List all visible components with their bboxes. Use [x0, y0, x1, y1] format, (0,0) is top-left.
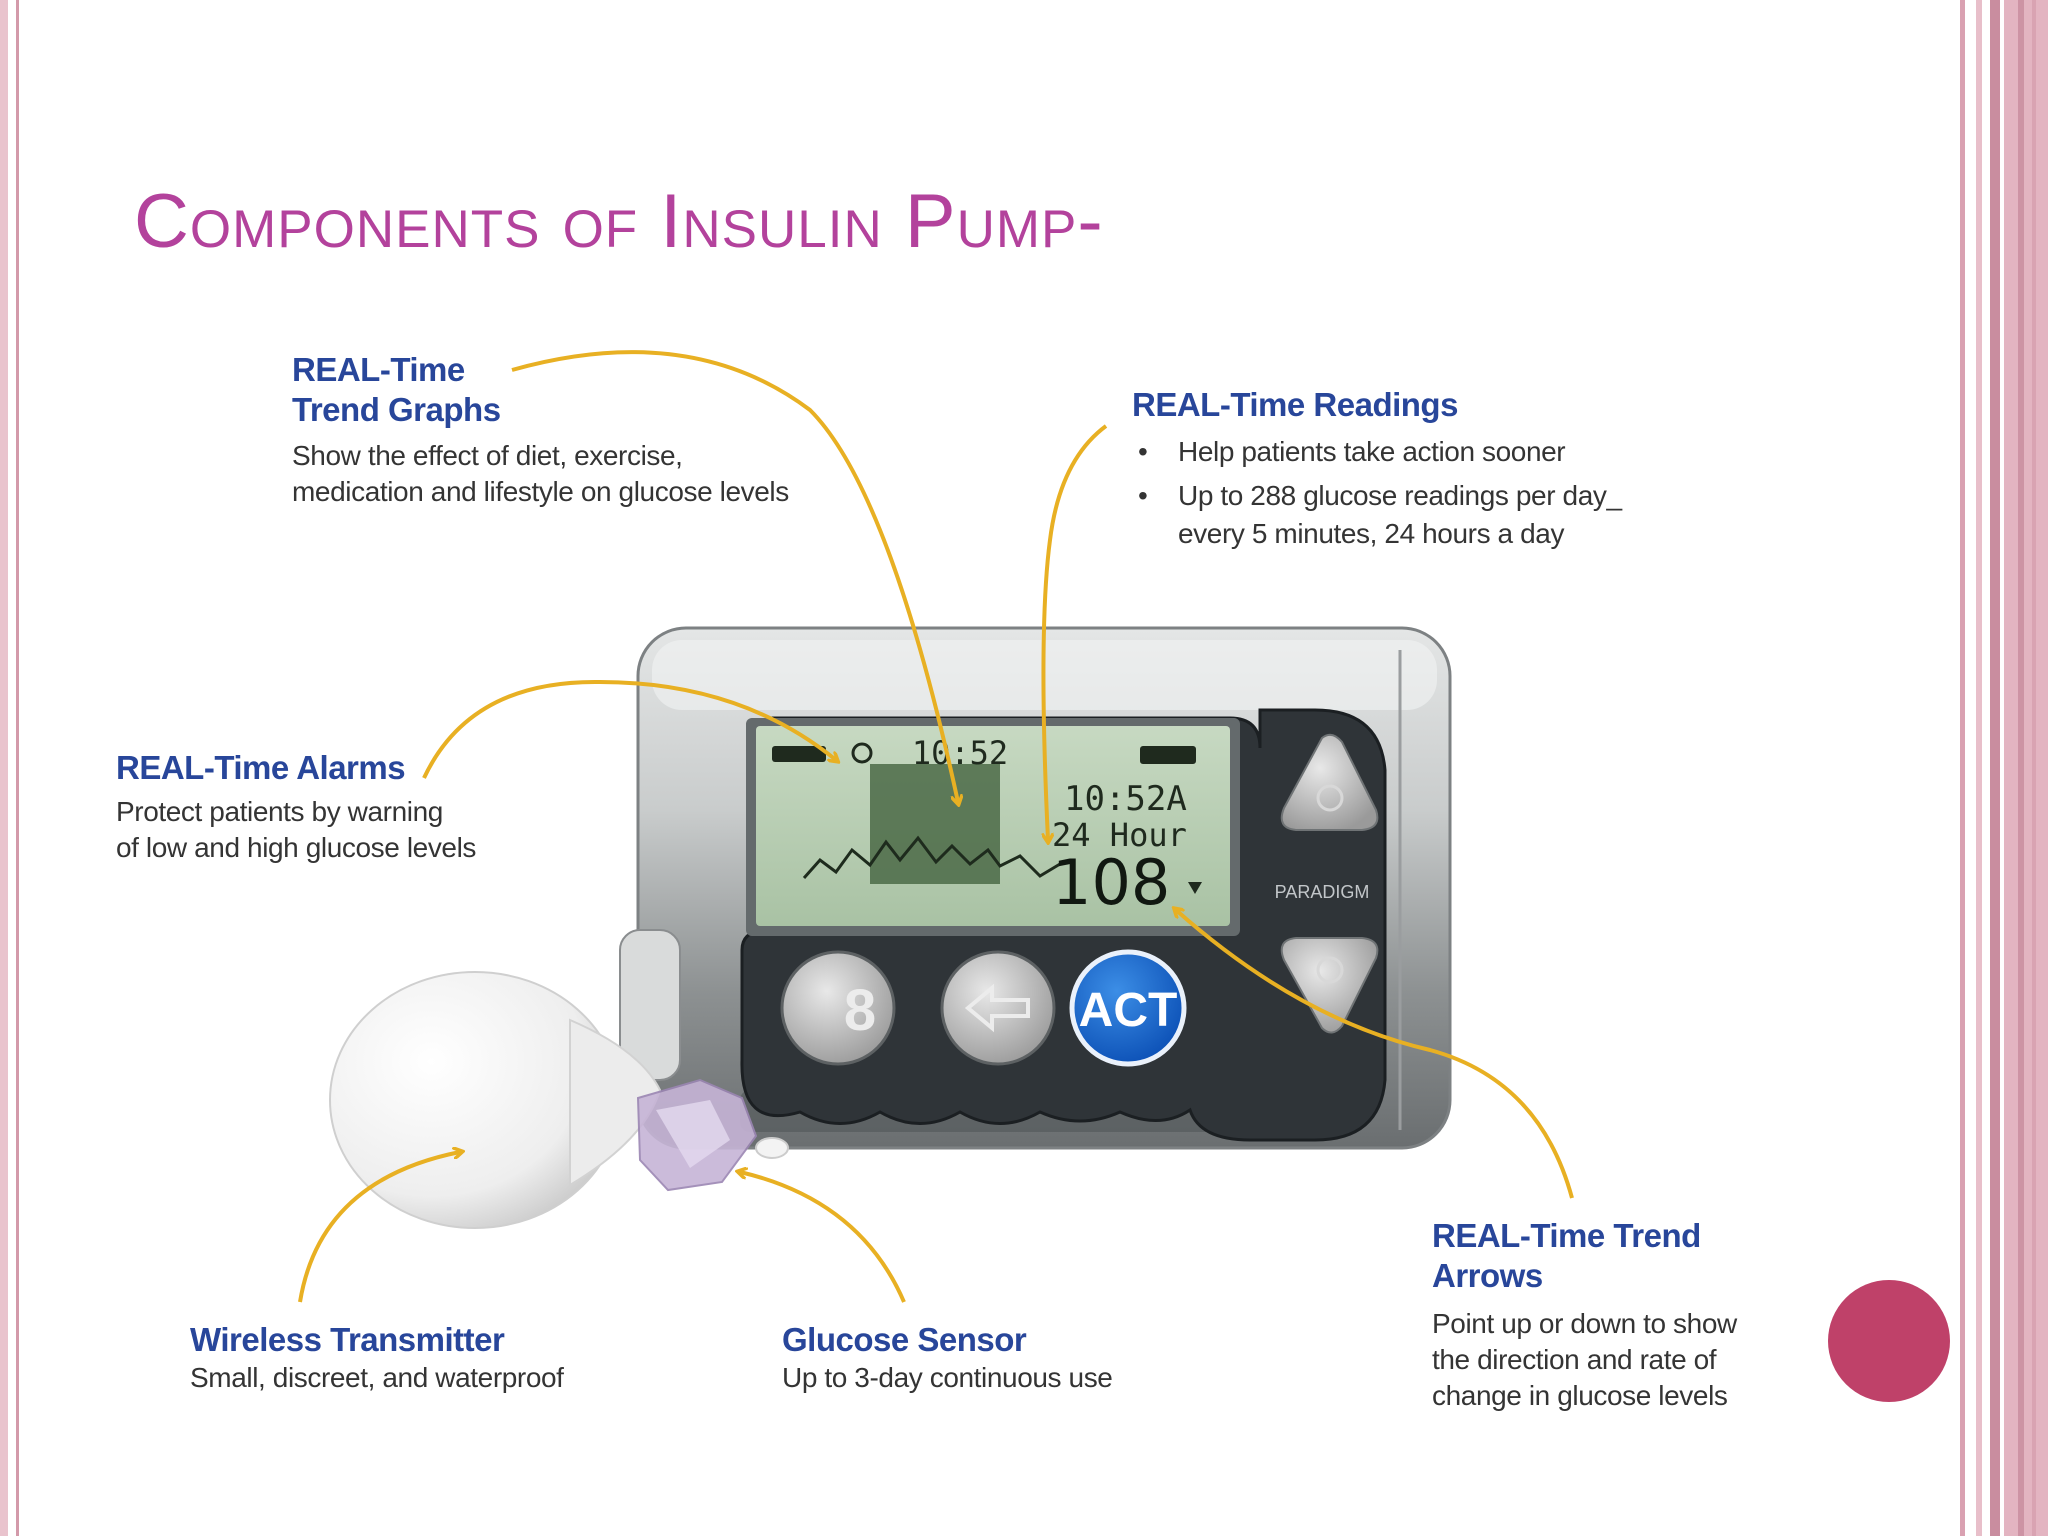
- readings-bullets: Help patients take action sooner Up to 2…: [1132, 433, 1622, 553]
- left-border-line: [16, 0, 19, 1536]
- transmitter-desc: Small, discreet, and waterproof: [190, 1362, 564, 1393]
- left-border: [0, 0, 8, 1536]
- up-button[interactable]: [1280, 733, 1379, 831]
- esc-button[interactable]: 8: [780, 950, 896, 1066]
- trend-graphs-title-2: Trend Graphs: [292, 391, 501, 428]
- glucose-sensor: [636, 1078, 789, 1192]
- arrow-readings: [1041, 424, 1108, 840]
- callout-readings: REAL-Time Readings Help patients take ac…: [1132, 385, 1622, 559]
- readings-bullet-text: Up to 288 glucose readings per day_: [1178, 480, 1622, 511]
- act-button[interactable]: ACT: [1069, 949, 1187, 1067]
- readings-bullet-text: Help patients take action sooner: [1178, 436, 1566, 467]
- arrow-trend-graphs: [511, 350, 958, 802]
- screen-time: 10:52A: [1064, 779, 1187, 819]
- brand-label: PARADIGM: [1275, 882, 1370, 902]
- callout-arrows: [298, 350, 1574, 1303]
- right-border-line: [1960, 0, 1965, 1536]
- callout-transmitter: Wireless Transmitter Small, discreet, an…: [190, 1320, 564, 1396]
- right-border-line: [2018, 0, 2024, 1536]
- trend-graphs-desc-2: medication and lifestyle on glucose leve…: [292, 476, 789, 507]
- callout-trend-arrows: REAL-Time Trend Arrows Point up or down …: [1432, 1216, 1737, 1414]
- arrow-alarms: [422, 679, 836, 779]
- down-button[interactable]: [1280, 937, 1379, 1034]
- trend-graphs-desc-1: Show the effect of diet, exercise,: [292, 440, 683, 471]
- callout-sensor: Glucose Sensor Up to 3-day continuous us…: [782, 1320, 1113, 1396]
- esc-button-label: 8: [844, 978, 876, 1043]
- trend-arrows-desc-2: the direction and rate of: [1432, 1344, 1717, 1375]
- transmitter-title: Wireless Transmitter: [190, 1321, 505, 1358]
- right-border-line: [1976, 0, 1982, 1536]
- up-arrow-icon: [1316, 784, 1344, 812]
- wireless-transmitter: [329, 971, 662, 1229]
- right-border-line: [2032, 0, 2036, 1536]
- readings-title: REAL-Time Readings: [1132, 386, 1458, 423]
- alarms-desc-1: Protect patients by warning: [116, 796, 443, 827]
- right-border-line: [1990, 0, 2000, 1536]
- accent-circle: [1828, 1280, 1950, 1402]
- sensor-title: Glucose Sensor: [782, 1321, 1027, 1358]
- screen-status-time: 10:52: [912, 734, 1008, 772]
- pump-screen: 10:52 10:52A 24 Hour 108: [746, 718, 1240, 936]
- arrow-transmitter: [298, 1152, 460, 1303]
- insulin-pump-illustration: 10:52 10:52A 24 Hour 108 PARADIGM 8 ACT: [298, 350, 1574, 1303]
- back-arrow-icon: [964, 983, 1030, 1033]
- trend-down-icon: [1188, 882, 1202, 894]
- trend-arrows-desc-1: Point up or down to show: [1432, 1308, 1737, 1339]
- alarms-desc-2: of low and high glucose levels: [116, 832, 477, 863]
- arrow-trend-arrows: [1176, 910, 1574, 1199]
- right-border-band: [2004, 0, 2048, 1536]
- readings-bullet-text-cont: every 5 minutes, 24 hours a day: [1178, 518, 1565, 549]
- callout-trend-graphs: REAL-Time Trend Graphs Show the effect o…: [292, 350, 789, 510]
- callout-alarms: REAL-Time Alarms Protect patients by war…: [116, 748, 476, 866]
- trend-arrows-title-2: Arrows: [1432, 1257, 1543, 1294]
- screen-reading: 108: [1052, 846, 1170, 919]
- light-icon: [1316, 956, 1344, 984]
- alarms-title: REAL-Time Alarms: [116, 749, 406, 786]
- sensor-desc: Up to 3-day continuous use: [782, 1362, 1113, 1393]
- slide-title: Components of Insulin Pump-: [134, 179, 1104, 264]
- trend-arrows-title-1: REAL-Time Trend: [1432, 1217, 1701, 1254]
- readings-bullet: Help patients take action sooner: [1132, 433, 1622, 471]
- readings-bullet: Up to 288 glucose readings per day_ ever…: [1132, 477, 1622, 553]
- arrow-sensor: [740, 1172, 906, 1303]
- trend-arrows-desc-3: change in glucose levels: [1432, 1380, 1728, 1411]
- menu-button[interactable]: [940, 950, 1056, 1066]
- trend-graphs-title-1: REAL-Time: [292, 351, 465, 388]
- act-button-label: ACT: [1079, 984, 1178, 1037]
- screen-period: 24 Hour: [1052, 816, 1187, 854]
